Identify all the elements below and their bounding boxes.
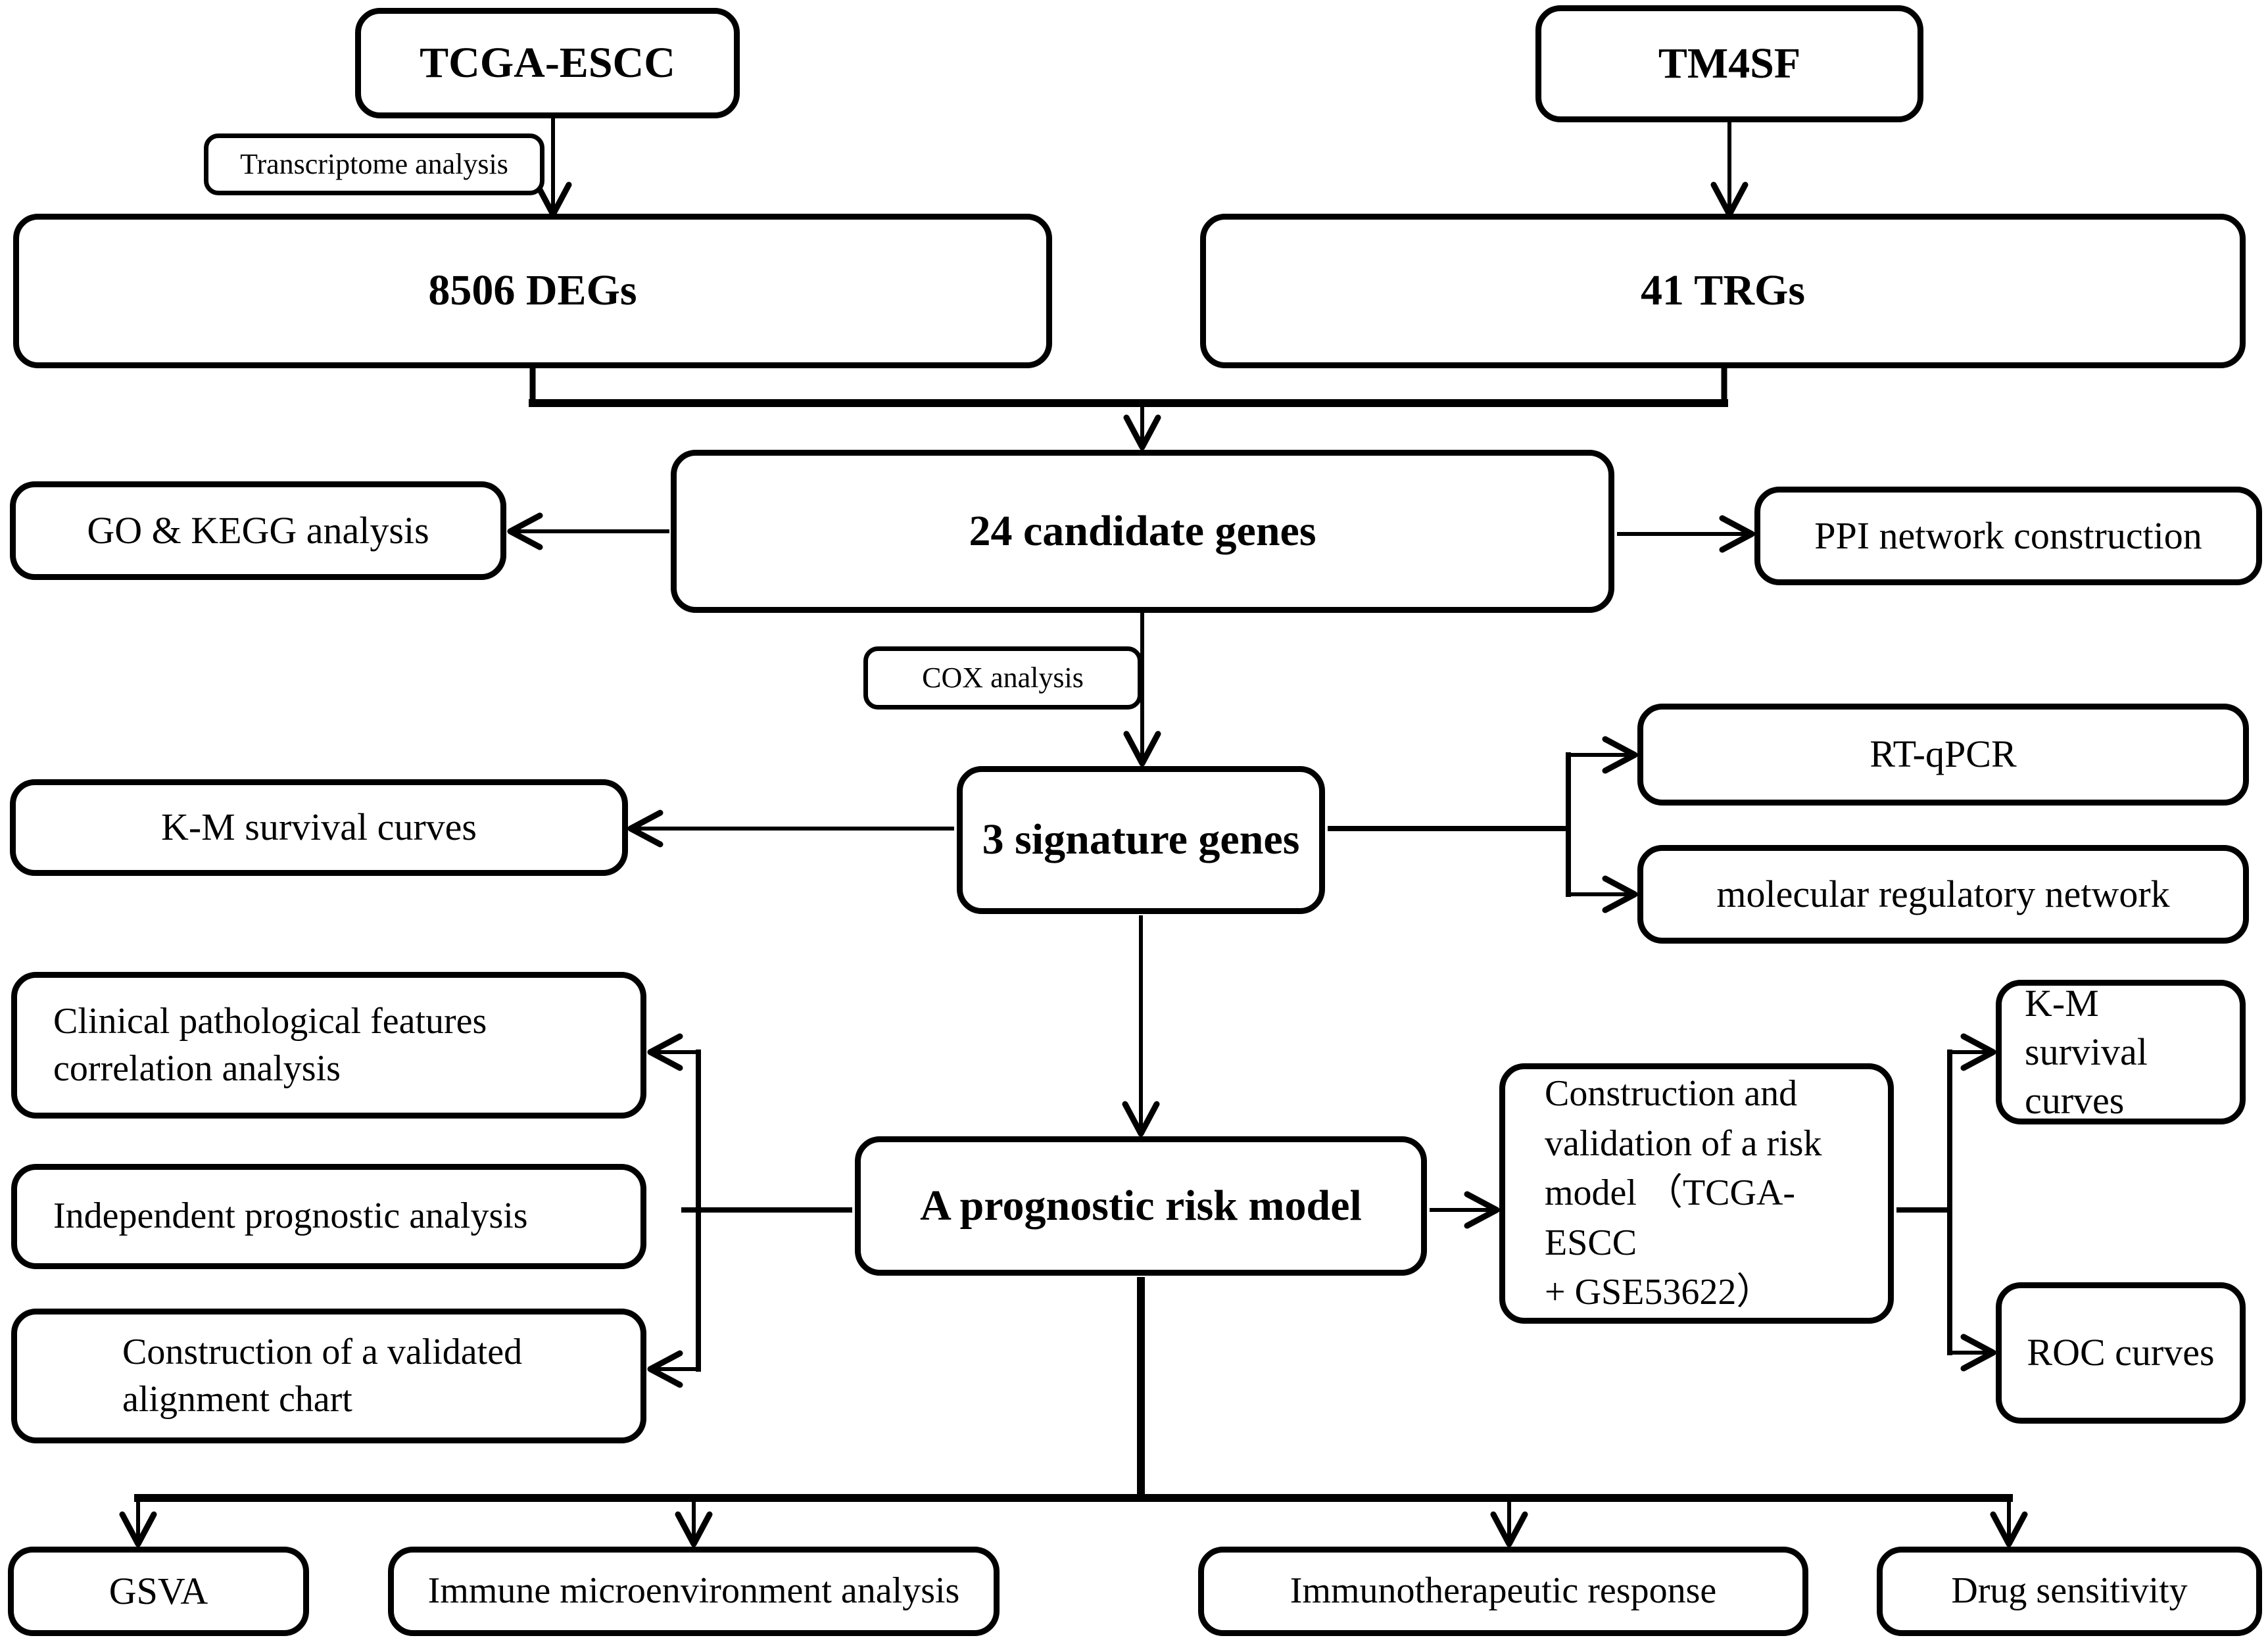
node-ppi-network-label: PPI network construction (1814, 514, 2202, 557)
node-tm4sf-label: TM4SF (1658, 39, 1801, 87)
node-degs-label: 8506 DEGs (428, 266, 637, 315)
node-independent-prognostic: Independent prognostic analysis (11, 1164, 646, 1269)
node-degs: 8506 DEGs (13, 214, 1052, 368)
node-signature-genes-label: 3 signature genes (982, 815, 1300, 864)
node-roc-curves-label: ROC curves (2027, 1331, 2215, 1374)
node-clinical-features-text: Clinical pathological features correlati… (53, 1000, 487, 1089)
node-risk-model: A prognostic risk model (855, 1136, 1427, 1276)
label-cox-analysis: COX analysis (863, 646, 1142, 710)
node-tm4sf: TM4SF (1535, 5, 1923, 122)
label-cox-analysis-text: COX analysis (922, 661, 1084, 694)
node-construction-validation: Construction and validation of a risk mo… (1499, 1063, 1894, 1324)
node-signature-genes: 3 signature genes (957, 766, 1325, 914)
node-alignment-chart-text: Construction of a validated alignment ch… (122, 1331, 523, 1420)
node-km-survival-right-text: K-M survival curves (2025, 981, 2148, 1122)
node-km-survival-left: K-M survival curves (10, 779, 628, 876)
node-immunotherapeutic-response: Immunotherapeutic response (1198, 1547, 1808, 1636)
node-rt-qpcr: RT-qPCR (1637, 704, 2249, 806)
node-tcga-escc-label: TCGA-ESCC (420, 38, 675, 87)
node-tcga-escc: TCGA-ESCC (355, 8, 740, 118)
node-immunotherapeutic-response-label: Immunotherapeutic response (1290, 1570, 1717, 1612)
node-trgs-label: 41 TRGs (1640, 266, 1805, 315)
node-go-kegg: GO & KEGG analysis (10, 481, 506, 580)
node-km-survival-right: K-M survival curves (1996, 980, 2246, 1124)
label-transcriptome-analysis: Transcriptome analysis (204, 133, 544, 195)
node-molecular-network-label: molecular regulatory network (1716, 872, 2170, 915)
node-gsva-label: GSVA (109, 1569, 208, 1612)
node-immune-microenvironment-label: Immune microenvironment analysis (427, 1570, 960, 1612)
node-ppi-network: PPI network construction (1754, 487, 2262, 585)
node-risk-model-label: A prognostic risk model (920, 1181, 1362, 1230)
node-molecular-network: molecular regulatory network (1637, 845, 2249, 944)
node-rt-qpcr-label: RT-qPCR (1870, 733, 2017, 776)
node-drug-sensitivity-label: Drug sensitivity (1951, 1570, 2188, 1612)
node-candidate-genes-label: 24 candidate genes (969, 506, 1316, 555)
node-go-kegg-label: GO & KEGG analysis (87, 508, 429, 552)
node-gsva: GSVA (8, 1547, 309, 1636)
node-candidate-genes: 24 candidate genes (671, 450, 1614, 613)
node-trgs: 41 TRGs (1200, 214, 2246, 368)
node-construction-validation-text: Construction and validation of a risk mo… (1545, 1073, 1822, 1313)
node-clinical-features: Clinical pathological features correlati… (11, 972, 646, 1119)
node-independent-prognostic-label: Independent prognostic analysis (53, 1195, 528, 1237)
node-alignment-chart: Construction of a validated alignment ch… (11, 1309, 646, 1443)
label-transcriptome-analysis-text: Transcriptome analysis (240, 147, 508, 180)
node-drug-sensitivity: Drug sensitivity (1877, 1547, 2262, 1636)
node-km-survival-left-label: K-M survival curves (160, 806, 477, 849)
node-roc-curves: ROC curves (1996, 1282, 2246, 1424)
node-immune-microenvironment: Immune microenvironment analysis (388, 1547, 1000, 1636)
